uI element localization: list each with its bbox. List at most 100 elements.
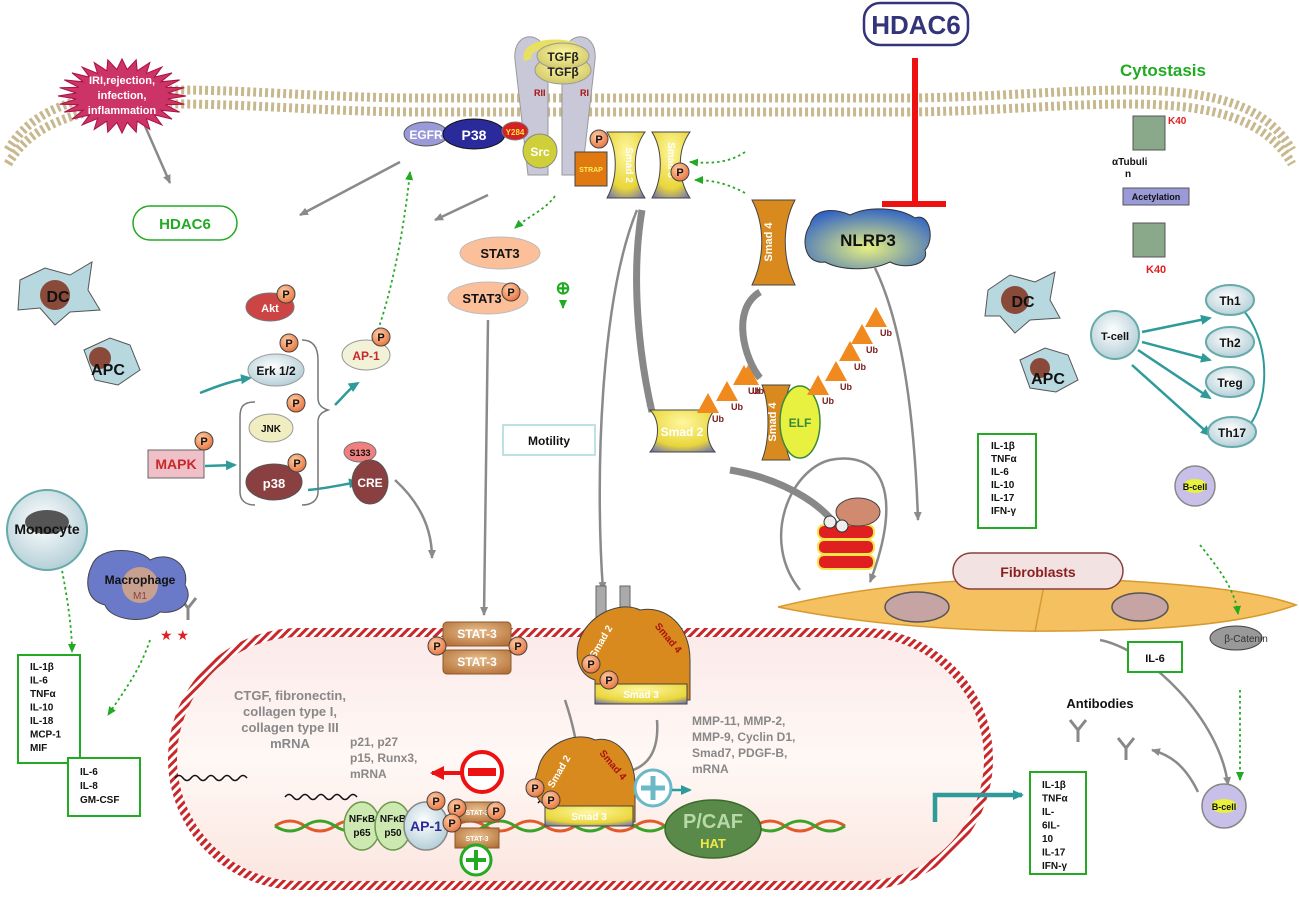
injury-line-3: inflammation bbox=[88, 105, 157, 117]
smad4-elf-label: Smad 4 bbox=[767, 402, 779, 442]
p-label: P bbox=[292, 398, 299, 410]
cytokine-item: IL-6 bbox=[80, 767, 98, 778]
injury-starburst: IRI,rejection, infection, inflammation bbox=[57, 57, 187, 135]
macrophage-cell: Macrophage M1 ★ ★ bbox=[87, 550, 189, 643]
stat3-dna-label-2: STAT-3 bbox=[465, 836, 488, 843]
t-cell: T-cell bbox=[1090, 310, 1140, 360]
tcell-label: T-cell bbox=[1101, 331, 1129, 343]
ub-triangle bbox=[851, 324, 873, 344]
ub-label: Ub bbox=[822, 396, 834, 406]
mapk-brackets bbox=[239, 339, 331, 506]
p-circle bbox=[371, 327, 391, 347]
cytokine-box-left-b: IL-6IL-8GM-CSF bbox=[67, 757, 141, 817]
y284-site: Y284 bbox=[501, 121, 529, 141]
p-circle bbox=[670, 162, 690, 182]
p-circle bbox=[589, 129, 609, 149]
tubulin-acetylation: K40 αTubuli n Acetylation K40 bbox=[1112, 115, 1190, 276]
cytokine-item: 10 bbox=[1042, 834, 1054, 845]
ub-label: Ub bbox=[840, 382, 852, 392]
p-circle bbox=[525, 778, 545, 798]
p-circle bbox=[581, 654, 601, 674]
cytokine-item: IL-1β bbox=[1042, 780, 1066, 791]
macrophage-label: Macrophage bbox=[105, 573, 176, 587]
stat3-label-2: STAT3 bbox=[462, 291, 501, 306]
apc-cell-right: APC bbox=[1019, 347, 1079, 393]
p-circle bbox=[276, 284, 296, 304]
p-label: P bbox=[433, 641, 440, 653]
egfr-label: EGFR bbox=[409, 128, 443, 142]
p-circle bbox=[286, 393, 306, 413]
strap: STRAP bbox=[574, 151, 608, 187]
cytokine-item: IL-10 bbox=[30, 703, 54, 714]
hat-label: HAT bbox=[700, 836, 726, 851]
p21-line-3: mRNA bbox=[350, 767, 387, 781]
mmp-line-4: mRNA bbox=[692, 762, 729, 776]
p-label: P bbox=[605, 675, 612, 687]
hdac6-left-label: HDAC6 bbox=[159, 216, 211, 233]
cytostasis-label: Cytostasis bbox=[1120, 61, 1206, 80]
p-circle bbox=[501, 282, 521, 302]
cre-label: CRE bbox=[357, 476, 382, 490]
th2-label: Th2 bbox=[1219, 336, 1241, 350]
src-kinase: Src bbox=[522, 133, 558, 169]
p-label: P bbox=[282, 289, 289, 301]
strap-label: STRAP bbox=[579, 167, 603, 174]
smad2-mid: Smad 2 bbox=[648, 409, 717, 453]
ri-label: RI bbox=[580, 88, 589, 98]
smad2-membrane: Smad 2 bbox=[606, 131, 646, 199]
dc-cell-right: DC bbox=[984, 271, 1061, 334]
smad4-cytoplasm: Smad 4 bbox=[751, 199, 796, 286]
green-dotted-arrows bbox=[59, 151, 1244, 781]
mmp-text: MMP-11, MMP-2, MMP-9, Cyclin D1, Smad7, … bbox=[692, 714, 795, 776]
proteasome bbox=[817, 497, 881, 570]
cytokine-item: IL-18 bbox=[30, 716, 54, 727]
ctgf-line-3: collagen type III bbox=[241, 720, 339, 735]
stat3-dna-label-1: STAT-3 bbox=[465, 810, 488, 817]
mmp-line-1: MMP-11, MMP-2, bbox=[692, 714, 785, 728]
apc-label-left: APC bbox=[91, 362, 125, 379]
dc-label-right: DC bbox=[1011, 294, 1035, 311]
ub-triangle bbox=[839, 341, 861, 361]
ub-label: Ub bbox=[880, 328, 892, 338]
ub-triangle bbox=[807, 375, 829, 395]
p21-line-2: p15, Runx3, bbox=[350, 751, 417, 765]
smad3-nuc-lower-label: Smad 3 bbox=[571, 812, 607, 823]
ap1-nuc-label: AP-1 bbox=[410, 818, 442, 834]
p38-membrane-label: P38 bbox=[462, 127, 487, 143]
ub-label: Ub bbox=[854, 362, 866, 372]
p-circle bbox=[426, 791, 446, 811]
cytokine-item: GM-CSF bbox=[80, 795, 119, 806]
nfkb-p50-label-2: p50 bbox=[384, 828, 402, 839]
injury-line-2: infection, bbox=[98, 90, 147, 102]
cytokine-item: IL-1β bbox=[991, 441, 1015, 452]
erk: Erk 1/2 bbox=[247, 353, 305, 387]
ctgf-text: CTGF, fibronectin, collagen type I, coll… bbox=[234, 688, 346, 751]
injury-line-1: IRI,rejection, bbox=[89, 75, 155, 87]
nfkb-p50-label-1: NFκB bbox=[380, 814, 406, 825]
p-label: P bbox=[507, 287, 514, 299]
cre: CRE bbox=[351, 459, 389, 505]
p38-membrane: P38 bbox=[442, 118, 506, 150]
star-icon: ★ ★ bbox=[160, 627, 189, 643]
cytokine-item: TNFα bbox=[1042, 794, 1068, 805]
cytokine-item: IL-17 bbox=[991, 493, 1015, 504]
s133-label: S133 bbox=[349, 448, 370, 458]
cytokine-item: IL-1β bbox=[30, 662, 54, 673]
fibroblasts-label: Fibroblasts bbox=[1000, 564, 1076, 580]
smad4-cytoplasm-label: Smad 4 bbox=[763, 222, 775, 262]
ap1-cytoplasm: AP-1 bbox=[341, 339, 391, 371]
cytokine-item: IL-8 bbox=[80, 781, 98, 792]
ctgf-line-4: mRNA bbox=[270, 736, 310, 751]
cytokine-item: IL-6 bbox=[30, 676, 48, 687]
apc-cell-left: APC bbox=[83, 337, 141, 386]
stat3-cytoplasm-1: STAT3 bbox=[459, 236, 541, 270]
cytokine-item: IFN-γ bbox=[1042, 861, 1067, 872]
hdac6-top-label: HDAC6 bbox=[871, 10, 961, 40]
acetylation-label: Acetylation bbox=[1132, 192, 1181, 202]
p-label: P bbox=[595, 134, 602, 146]
dc-label-left: DC bbox=[46, 289, 70, 306]
